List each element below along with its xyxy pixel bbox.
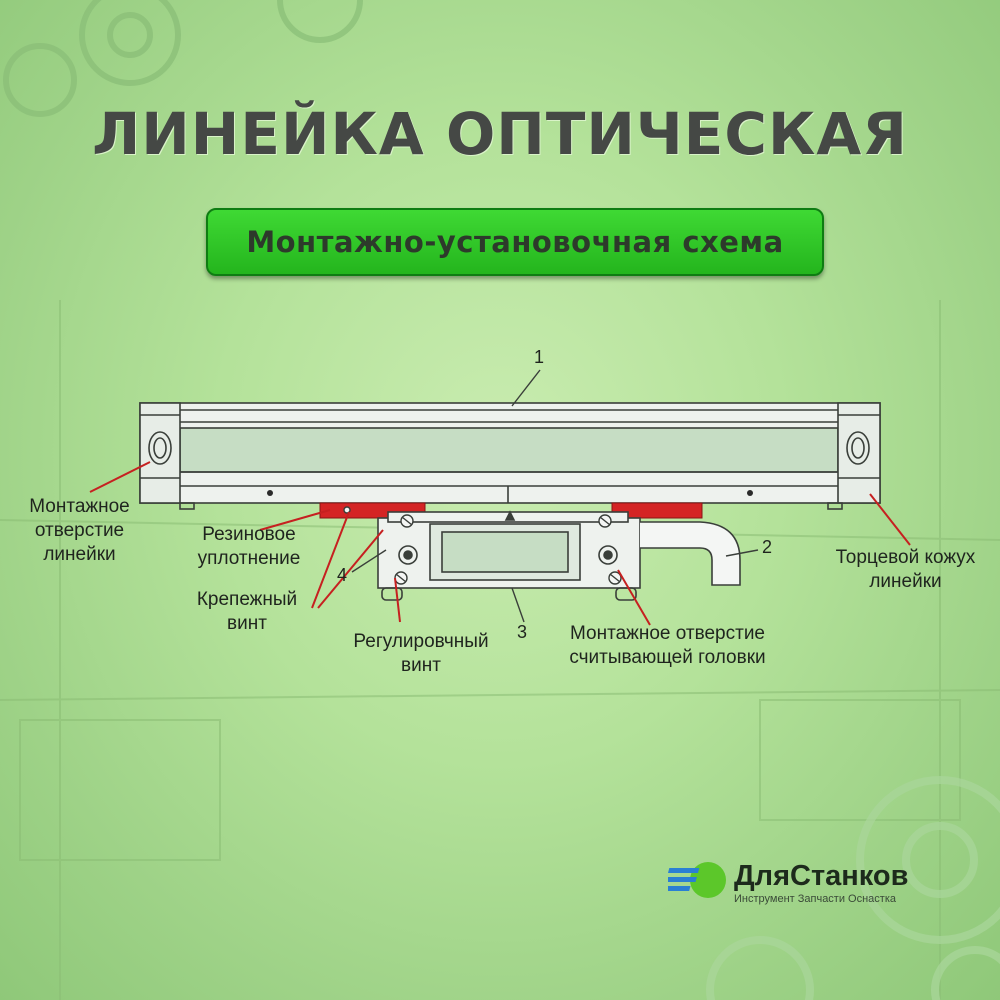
label-end-cover: Торцевой кожух линейки [818, 546, 993, 594]
callout-number: 2 [762, 537, 773, 557]
gear-icon [706, 776, 1000, 1000]
brand-logo-icon [668, 862, 726, 898]
label-rubber-seal: Резиновое уплотнение [184, 523, 314, 571]
head-mount-hole [398, 545, 618, 565]
label-line: Крепежный [196, 589, 298, 610]
brand-logo: ДляСтанков Инструмент Запчасти Оснастка [668, 858, 928, 908]
leader-lines-dark [351, 369, 759, 623]
cable [640, 521, 741, 586]
rubber-seal [611, 502, 703, 519]
scale-mount-hole [148, 431, 870, 465]
gear-icon [3, 0, 363, 117]
label-line: линейки [43, 544, 116, 565]
callout-number: 3 [517, 622, 528, 642]
label-line: Монтажное отверстие [569, 623, 766, 644]
label-line: Резиновое [202, 524, 296, 545]
label-fixing-screw: Крепежный винт [182, 588, 312, 636]
label-adjusting-screw: Регулировчный винт [336, 630, 506, 678]
callout-number: 1 [534, 347, 545, 367]
scale-body [139, 402, 881, 510]
label-line: считывающей головки [569, 647, 766, 668]
label-line: винт [227, 613, 267, 634]
label-line: Торцевой кожух [835, 547, 976, 568]
rivet-dot [267, 490, 273, 496]
label-scale-mount-hole: Монтажное отверстие линейки [12, 495, 147, 567]
label-line: уплотнение [197, 548, 301, 569]
leader-lines [89, 461, 911, 626]
label-line: Регулировчный [353, 631, 489, 652]
page-title: Линейка оптическая [92, 100, 908, 168]
brand-tagline: Инструмент Запчасти Оснастка [734, 893, 897, 905]
rivet-dot [747, 490, 753, 496]
brand-name: ДляСтанков [734, 860, 909, 892]
reading-head [377, 510, 641, 601]
callout-number: 4 [337, 565, 348, 585]
subtitle-text: Монтажно-установочная схема [246, 225, 784, 259]
label-line: винт [401, 655, 441, 676]
label-line: отверстие [34, 520, 125, 541]
label-line: Монтажное [29, 496, 130, 517]
label-line: линейки [869, 571, 942, 592]
label-head-mount-hole: Монтажное отверстие считывающей головки [545, 622, 790, 670]
subtitle-banner: Монтажно-установочная схема [206, 208, 824, 276]
